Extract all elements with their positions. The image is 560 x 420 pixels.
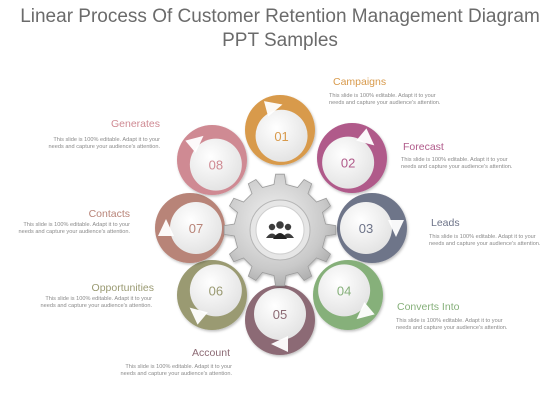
center-gear [223, 173, 337, 287]
step-07: 07 [155, 193, 225, 263]
step-number: 03 [359, 221, 373, 236]
step-06: 06 [177, 260, 247, 330]
step-02: 02 [317, 123, 387, 193]
step-number: 07 [189, 221, 203, 236]
step-label: Account [192, 347, 230, 359]
step-label: Forecast [403, 141, 444, 153]
step-disc [170, 202, 222, 254]
step-number: 06 [209, 283, 223, 298]
arrow-icon [388, 220, 404, 237]
step-03: 03 [337, 193, 407, 263]
step-number: 02 [341, 156, 355, 171]
step-number: 05 [273, 307, 287, 322]
step-description: This slide is 100% editable. Adapt it to… [329, 93, 441, 106]
step-disc [340, 202, 392, 254]
step-04: 04 [313, 260, 383, 330]
step-disc [255, 109, 308, 162]
step-label: Leads [431, 217, 460, 229]
step-description: This slide is 100% editable. Adapt it to… [18, 222, 130, 235]
gear-center [255, 205, 305, 255]
steps-layer: 01 02 03 04 05 06 07 08 [155, 95, 407, 355]
page-title: Linear Process Of Customer Retention Man… [0, 5, 560, 53]
step-disc [318, 264, 371, 317]
title-line-2: PPT Samples [222, 30, 338, 51]
step-label: Contacts [88, 208, 130, 220]
arrow-icon [271, 336, 288, 352]
arrow-icon [158, 219, 174, 236]
step-description: This slide is 100% editable. Adapt it to… [396, 318, 508, 331]
step-description: This slide is 100% editable. Adapt it to… [48, 137, 160, 150]
step-description: This slide is 100% editable. Adapt it to… [40, 296, 152, 309]
people-group-icon [266, 221, 294, 239]
step-08: 08 [177, 125, 247, 195]
step-05: 05 [245, 285, 315, 355]
title-line-1: Linear Process Of Customer Retention Man… [20, 6, 540, 27]
step-description: This slide is 100% editable. Adapt it to… [120, 364, 232, 377]
arrow-icon [185, 135, 204, 153]
step-disc [254, 288, 306, 340]
step-disc [189, 264, 242, 317]
step-number: 08 [209, 158, 223, 173]
step-description: This slide is 100% editable. Adapt it to… [401, 157, 513, 170]
step-number: 01 [274, 129, 288, 144]
step-number: 04 [337, 283, 351, 298]
step-01: 01 [245, 95, 315, 165]
step-disc [322, 136, 375, 189]
arrow-icon [189, 307, 208, 325]
step-label: Opportunities [91, 282, 154, 294]
arrow-icon [356, 302, 375, 320]
step-disc [189, 138, 242, 191]
step-label: Generates [110, 118, 160, 130]
step-label: Campaigns [333, 76, 387, 88]
arrow-icon [263, 101, 283, 117]
step-description: This slide is 100% editable. Adapt it to… [429, 234, 541, 247]
step-label: Converts Into [397, 301, 460, 313]
arrow-icon [356, 128, 375, 146]
